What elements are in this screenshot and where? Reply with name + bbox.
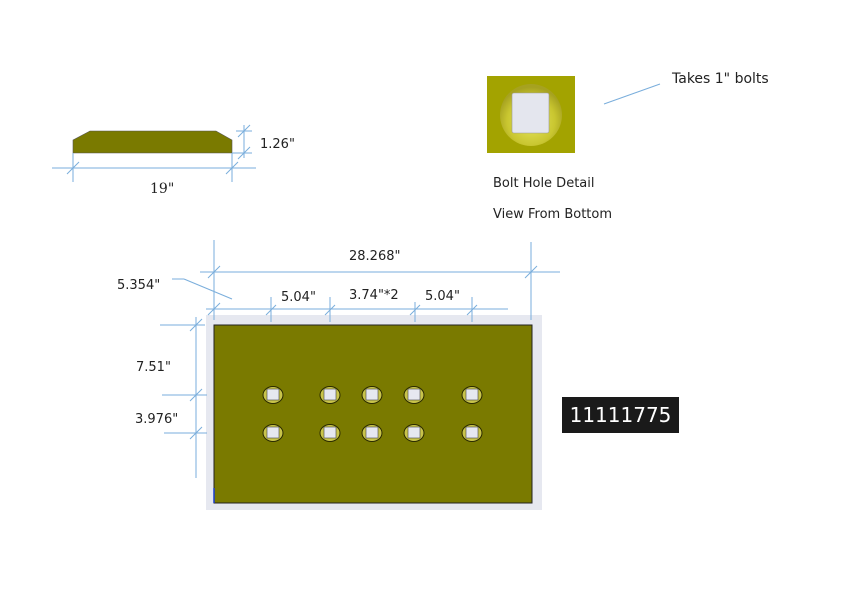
side-view: 1.26" 19" (52, 124, 295, 197)
edge-offset-label: 5.354" (117, 278, 160, 293)
plate (213, 324, 533, 504)
side-profile (72, 130, 233, 154)
length-label: 19" (150, 181, 174, 197)
thickness-label: 1.26" (260, 137, 295, 152)
bottom-view: 28.268" 5.354" 5.04" 3.74"*2 5.04" 7.51"… (117, 240, 560, 510)
spacing-middle-label: 3.74"*2 (349, 288, 399, 303)
callout-leader (603, 83, 661, 105)
detail-caption: Bolt Hole Detail (493, 176, 594, 191)
overall-length-label: 28.268" (349, 249, 400, 264)
bolt-hole-detail: Takes 1" bolts Bolt Hole Detail View Fro… (487, 71, 769, 222)
row-spacing-label: 3.976" (135, 412, 178, 427)
detail-view-label: View From Bottom (493, 207, 612, 222)
part-number-label: 11111775 (562, 397, 679, 433)
edge-to-row-label: 7.51" (136, 360, 171, 375)
spacing-left-label: 5.04" (281, 290, 316, 305)
spacing-right-label: 5.04" (425, 289, 460, 304)
bolt-callout: Takes 1" bolts (671, 71, 769, 87)
